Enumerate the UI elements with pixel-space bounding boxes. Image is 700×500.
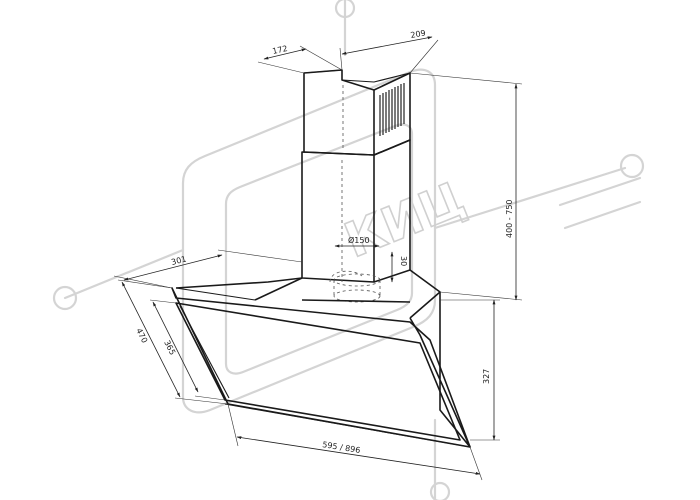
vent-slots <box>379 83 405 136</box>
chimney-upper <box>303 69 411 156</box>
dim-chimney-depth: 172 <box>272 44 289 56</box>
dim-top-depth: 301 <box>170 255 187 267</box>
dim-duct-diameter: Ø150 <box>348 235 370 245</box>
dim-top-depth-group: 301 <box>113 249 303 289</box>
dim-width-group: 595 / 896 <box>227 403 483 481</box>
watermark-text: КИЦ <box>337 171 473 269</box>
dim-chimney-depth-group: 172 <box>257 44 343 74</box>
duct-collar: Ø150 30 <box>333 235 408 303</box>
dim-chimney-width: 209 <box>410 28 427 40</box>
dim-chimney-width-group: 209 <box>339 28 439 74</box>
dim-glass-height-outer: 470 <box>134 327 149 345</box>
dim-glass-height-inner: 365 <box>162 339 177 357</box>
dim-duct-offset: 30 <box>399 256 408 266</box>
dim-body-height: 327 <box>482 369 491 384</box>
glass-panel <box>171 287 471 448</box>
dim-chimney-height: 400 - 750 <box>505 199 514 238</box>
dim-body-height-group: 327 <box>440 299 500 441</box>
dim-glass-inner-group: 365 <box>149 299 226 401</box>
dim-chimney-height-group: 400 - 750 <box>409 72 523 301</box>
